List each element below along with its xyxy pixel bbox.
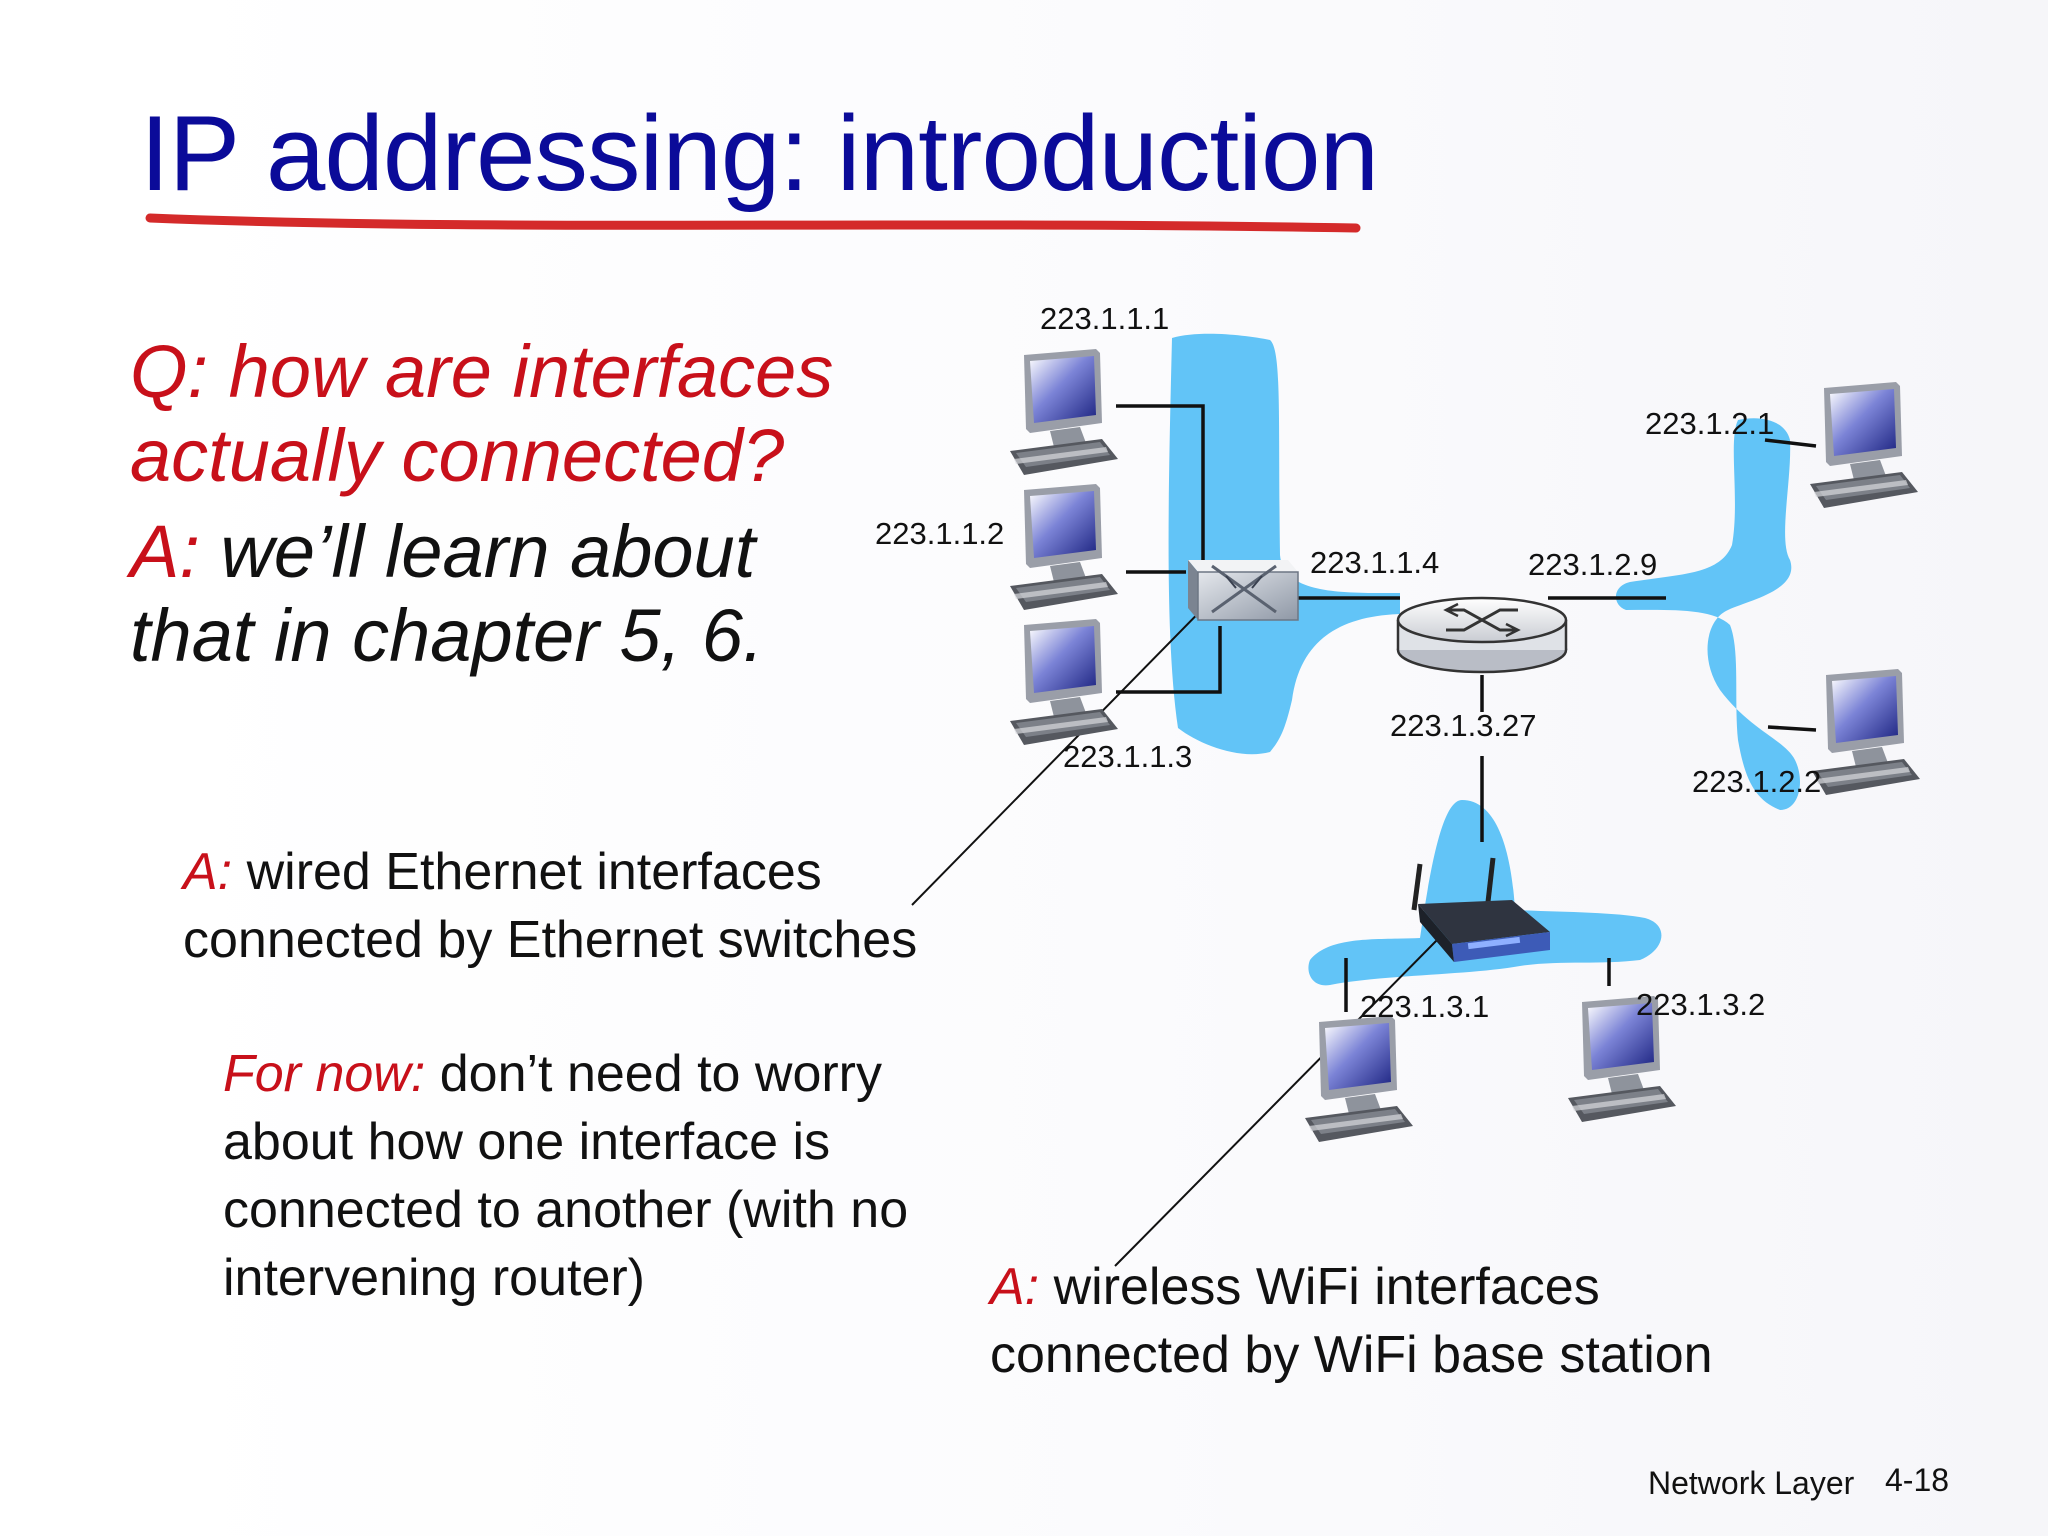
answer-text: A: we’ll learn about that in chapter 5, … [130, 510, 764, 678]
wired-prefix: A: [183, 843, 233, 901]
host-223-1-2-2-icon [1812, 669, 1920, 795]
router-icon [1396, 596, 1568, 674]
host-223-1-1-3-icon [1010, 619, 1118, 745]
ip-label-223-1-1-2: 223.1.1.2 [875, 516, 1005, 551]
ip-label-223-1-1-1: 223.1.1.1 [1040, 301, 1170, 336]
wired-line-1: A: wired Ethernet interfaces [183, 838, 917, 906]
wifi-base-station-icon [1411, 857, 1550, 962]
question-text: Q: how are interfaces actually connected… [130, 330, 833, 498]
ip-label-223-1-3-1: 223.1.3.1 [1360, 989, 1490, 1024]
for-now-note: For now: don’t need to worry about how o… [223, 1040, 908, 1312]
title-underline [145, 213, 1361, 233]
host-223-1-2-1-icon [1810, 382, 1918, 508]
wired-answer: A: wired Ethernet interfaces connected b… [183, 838, 917, 974]
host-223-1-1-2-icon [1010, 484, 1118, 610]
wifi-line-2: connected by WiFi base station [990, 1326, 1713, 1384]
question-line-1: Q: how are interfaces [130, 330, 834, 413]
ethernet-switch-icon [1188, 560, 1299, 621]
fornow-line-2: about how one interface is [223, 1113, 831, 1171]
fornow-line-4: intervening router) [223, 1249, 645, 1307]
subnet-2-blob [1615, 418, 1800, 810]
ip-label-223-1-1-3: 223.1.1.3 [1063, 739, 1193, 774]
wifi-answer: A: wireless WiFi interfaces connected by… [990, 1253, 1713, 1389]
ip-label-223-1-3-2: 223.1.3.2 [1636, 987, 1766, 1022]
wifi-line-1-text: wireless WiFi interfaces [1039, 1258, 1600, 1316]
answer-line-2: that in chapter 5, 6. [130, 594, 764, 677]
question-line-2: actually connected? [130, 414, 785, 497]
slide-title: IP addressing: introduction [140, 93, 1379, 213]
host-223-1-3-1-icon [1305, 1016, 1413, 1142]
subnet-1-blob [1168, 333, 1400, 755]
wifi-line-1: A: wireless WiFi interfaces [990, 1253, 1713, 1321]
answer-line-1-text: we’ll learn about [199, 510, 756, 593]
ip-label-223-1-2-2: 223.1.2.2 [1692, 764, 1822, 799]
ip-label-223-1-3-27: 223.1.3.27 [1390, 708, 1537, 743]
subnet-3-blob [1308, 800, 1662, 986]
fornow-prefix: For now: [223, 1045, 426, 1103]
fornow-line-1-text: don’t need to worry [425, 1045, 882, 1103]
wifi-prefix: A: [990, 1258, 1040, 1316]
answer-prefix: A: [130, 510, 200, 593]
fornow-line-1: For now: don’t need to worry [223, 1040, 908, 1108]
footer-label: Network Layer [1648, 1465, 1855, 1501]
host-223-1-1-1-icon [1010, 349, 1118, 475]
ip-label-223-1-2-9: 223.1.2.9 [1528, 547, 1658, 582]
footer-page-number: 4-18 [1885, 1462, 1950, 1498]
wired-line-2: connected by Ethernet switches [183, 911, 918, 969]
answer-line-1: A: we’ll learn about [130, 510, 764, 594]
ip-label-223-1-1-4: 223.1.1.4 [1310, 545, 1440, 580]
wired-line-1-text: wired Ethernet interfaces [232, 843, 822, 901]
fornow-line-3: connected to another (with no [223, 1181, 909, 1239]
ip-label-223-1-2-1: 223.1.2.1 [1645, 406, 1775, 441]
